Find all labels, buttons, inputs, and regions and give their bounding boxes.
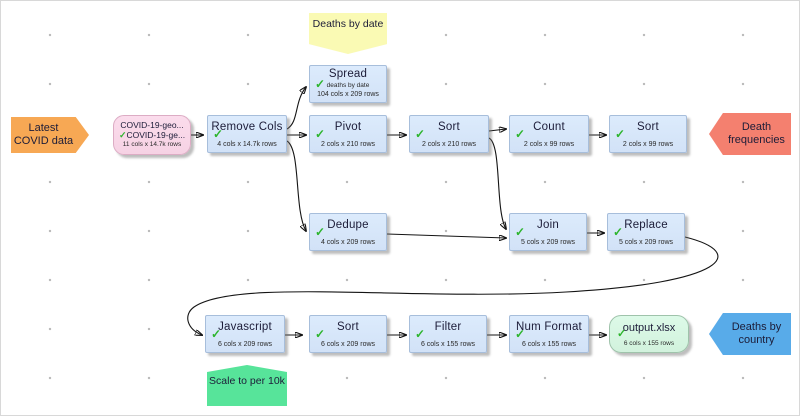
node-javascript[interactable]: ✓ Javascript 6 cols x 209 rows	[205, 315, 285, 353]
note-text: Scale to per 10k	[209, 375, 285, 387]
node-title: Sort	[438, 121, 460, 133]
node-sort-2[interactable]: ✓ Sort 2 cols x 99 rows	[609, 115, 687, 153]
node-title: Remove Cols	[211, 121, 283, 133]
node-stats: 6 cols x 155 rows	[623, 340, 675, 347]
connector-replace-javascript[interactable]	[187, 236, 719, 335]
node-stats: 11 cols x 14.7k rows	[122, 141, 182, 148]
check-icon: ✓	[515, 327, 526, 341]
node-stats: 5 cols x 209 rows	[618, 239, 674, 246]
check-icon: ✓	[211, 327, 222, 341]
source-filename-line1: COVID-19-geo...	[120, 120, 184, 130]
check-icon: ✓	[213, 127, 224, 141]
check-icon: ✓	[613, 225, 624, 239]
node-pivot[interactable]: ✓ Pivot 2 cols x 210 rows	[309, 115, 387, 153]
node-sort-1[interactable]: ✓ Sort 2 cols x 210 rows	[409, 115, 489, 153]
node-title: output.xlsx	[622, 322, 676, 334]
node-filter[interactable]: ✓ Filter 6 cols x 155 rows	[409, 315, 487, 353]
check-icon: ✓	[315, 77, 326, 91]
note-scale-to-per-10k[interactable]: Scale to per 10k	[207, 365, 287, 406]
node-title: Sort	[337, 321, 359, 333]
check-icon: ✓	[515, 225, 526, 239]
node-comment: deaths by date	[326, 82, 370, 89]
node-num-format[interactable]: ✓ Num Format 6 cols x 155 rows	[509, 315, 589, 353]
node-sort-3[interactable]: ✓ Sort 6 cols x 209 rows	[309, 315, 387, 353]
node-join[interactable]: ✓ Join 5 cols x 209 rows	[509, 213, 587, 251]
node-stats: 2 cols x 99 rows	[622, 141, 674, 148]
connector-sort1-join[interactable]	[488, 137, 506, 229]
node-covid-source[interactable]: COVID-19-geo... ✓COVID-19-ge... 11 cols …	[113, 115, 191, 155]
check-icon: ✓	[617, 328, 627, 340]
marker-deaths-by-country[interactable]: Deaths by country	[709, 313, 791, 355]
node-stats: 2 cols x 210 rows	[421, 141, 477, 148]
node-stats: 6 cols x 155 rows	[420, 341, 476, 348]
connector-removecols-spread[interactable]	[286, 87, 306, 130]
node-spread[interactable]: ✓ Spread deaths by date 104 cols x 209 r…	[309, 65, 387, 103]
node-stats: 2 cols x 210 rows	[320, 141, 376, 148]
node-title: Join	[537, 219, 559, 231]
note-text: Deaths by date	[312, 18, 384, 30]
check-icon: ✓	[118, 130, 127, 140]
source-filename-line2: ✓COVID-19-ge...	[114, 130, 190, 140]
node-stats: 4 cols x 209 rows	[320, 239, 376, 246]
node-stats: 6 cols x 155 rows	[521, 341, 577, 348]
check-icon: ✓	[315, 127, 326, 141]
node-title: Sort	[637, 121, 659, 133]
marker-label: Death frequencies	[728, 121, 785, 146]
node-stats: 6 cols x 209 rows	[320, 341, 376, 348]
node-title: Pivot	[334, 121, 362, 133]
node-title: Spread	[328, 68, 368, 80]
node-replace[interactable]: ✓ Replace 5 cols x 209 rows	[607, 213, 685, 251]
node-title: Num Format	[516, 321, 582, 333]
note-deaths-by-date[interactable]: Deaths by date	[309, 13, 387, 54]
check-icon: ✓	[315, 225, 326, 239]
node-title: Javascript	[218, 321, 272, 333]
check-icon: ✓	[315, 327, 326, 341]
connector-removecols-dedupe[interactable]	[286, 140, 306, 231]
node-title: Replace	[624, 219, 668, 231]
node-output-xlsx[interactable]: ✓ output.xlsx 6 cols x 155 rows	[609, 315, 689, 353]
node-title: Filter	[434, 321, 462, 333]
node-remove-cols[interactable]: ✓ Remove Cols 4 cols x 14.7k rows	[207, 115, 287, 153]
check-icon: ✓	[415, 127, 426, 141]
node-stats: 2 cols x 99 rows	[523, 141, 575, 148]
marker-death-frequencies[interactable]: Death frequencies	[709, 113, 791, 155]
check-icon: ✓	[415, 327, 426, 341]
check-icon: ✓	[615, 127, 626, 141]
node-count[interactable]: ✓ Count 2 cols x 99 rows	[509, 115, 589, 153]
connector-dedupe-join[interactable]	[386, 233, 506, 238]
node-stats: 5 cols x 209 rows	[520, 239, 576, 246]
source-filename: COVID-19-ge...	[126, 130, 186, 140]
marker-latest-covid-data[interactable]: Latest COVID data	[11, 117, 89, 153]
check-icon: ✓	[515, 127, 526, 141]
connector-sort1-count[interactable]	[488, 129, 506, 131]
node-stats: 104 cols x 209 rows	[317, 91, 379, 98]
node-stats: 6 cols x 209 rows	[217, 341, 273, 348]
node-title: Dedupe	[327, 219, 369, 231]
marker-label: Deaths by country	[731, 321, 782, 346]
marker-label: Latest COVID data	[13, 122, 74, 147]
node-stats: 4 cols x 14.7k rows	[217, 141, 277, 148]
node-dedupe[interactable]: ✓ Dedupe 4 cols x 209 rows	[309, 213, 387, 251]
node-title: Count	[533, 121, 565, 133]
